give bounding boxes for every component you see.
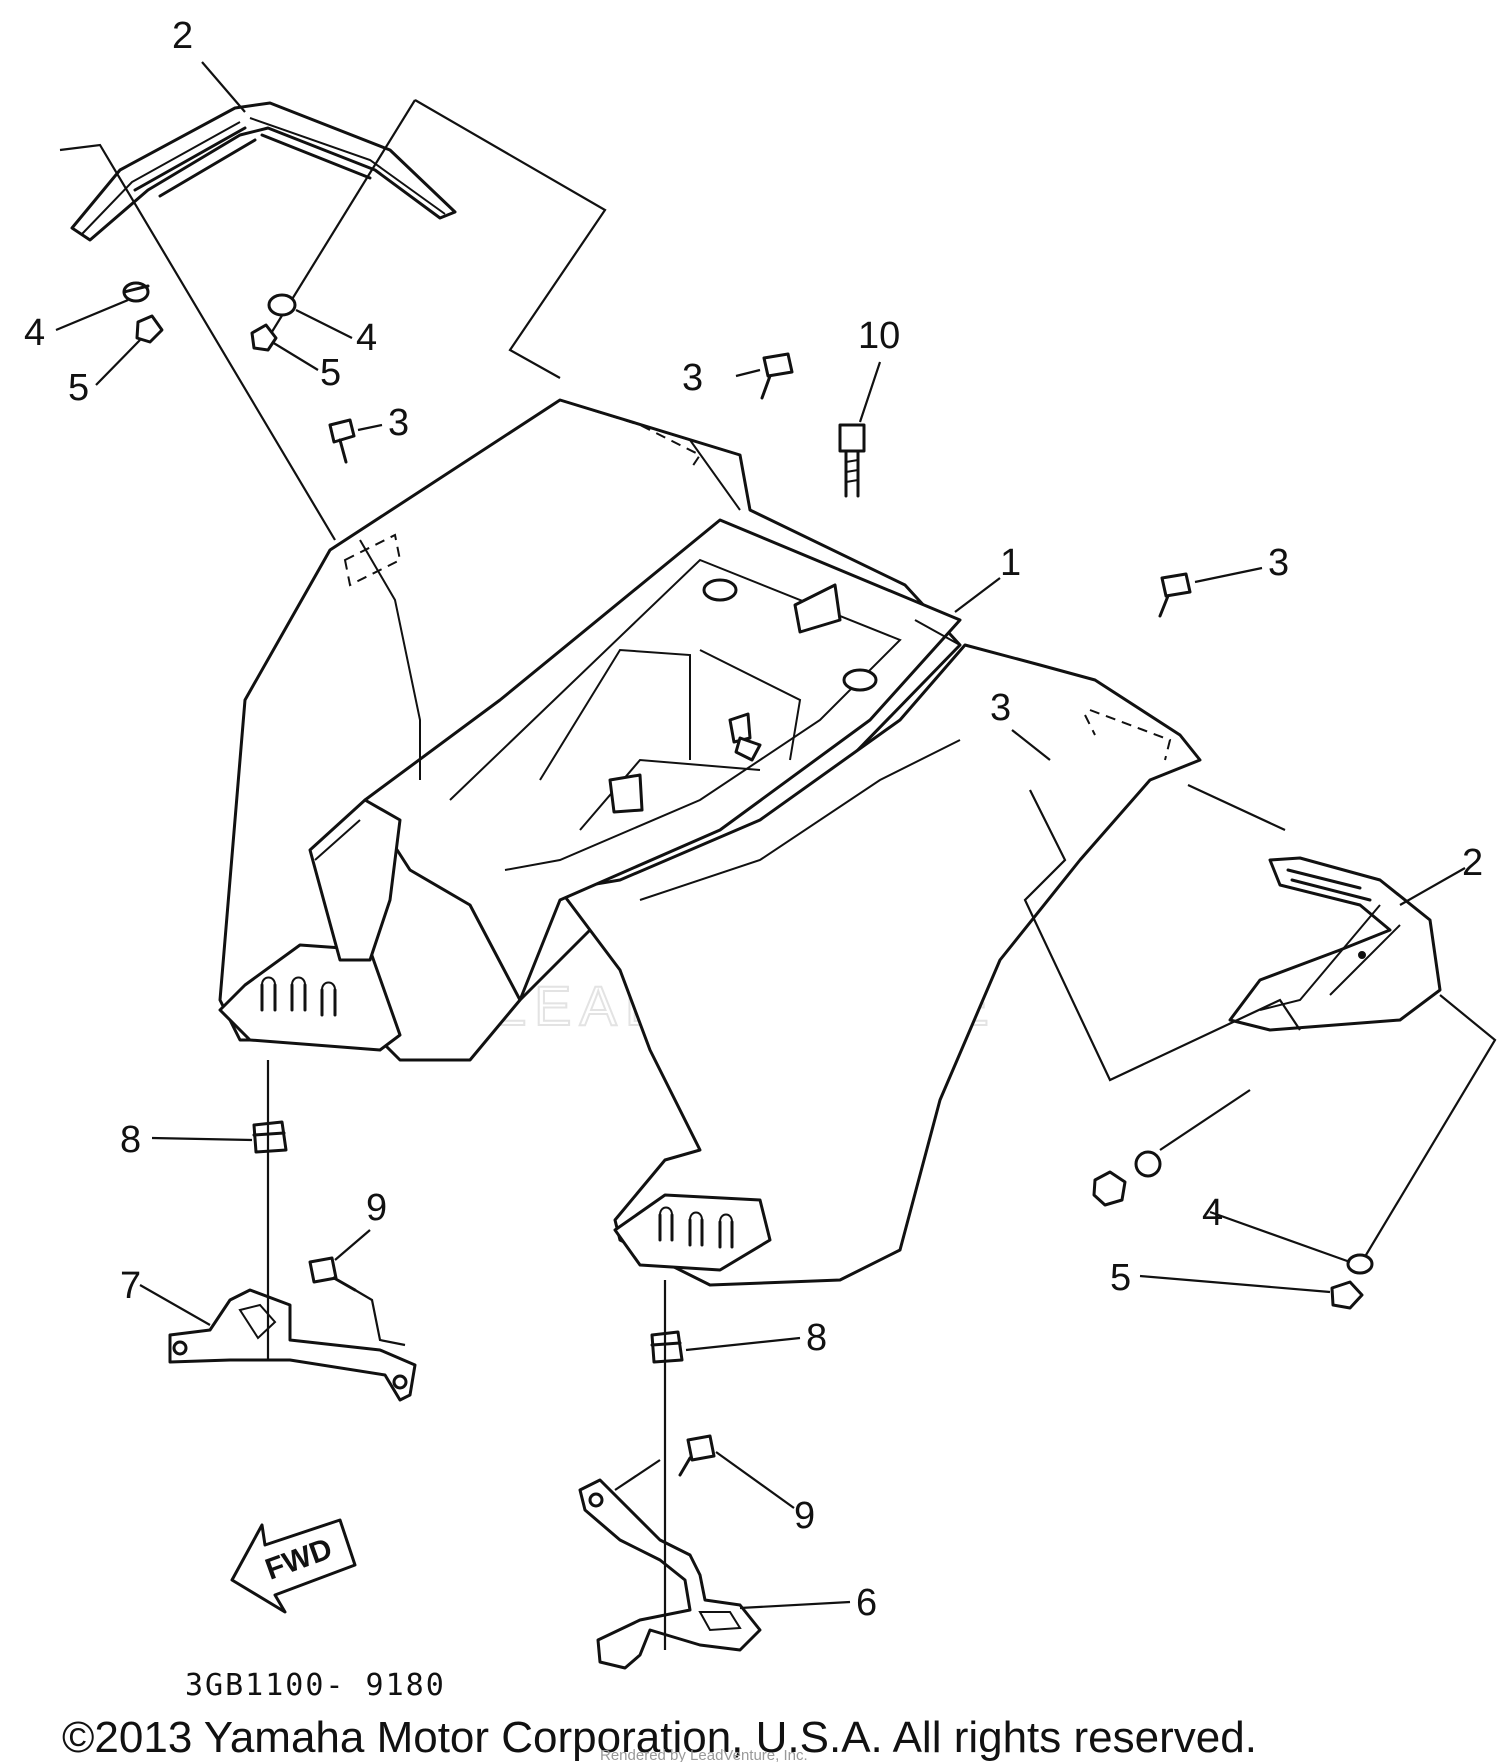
assembly-lines-upper	[59, 99, 607, 541]
callout-4-left: 4	[24, 312, 45, 354]
callout-7: 7	[120, 1265, 141, 1307]
part-1-front-fender	[218, 398, 1202, 1287]
callout-9-center: 9	[794, 1495, 815, 1537]
callout-8-center: 8	[806, 1317, 827, 1359]
callout-3-right: 3	[1268, 542, 1289, 584]
callout-3-top: 3	[682, 357, 703, 399]
nut-5c	[1092, 1170, 1127, 1207]
screw-3a	[760, 352, 794, 400]
callout-2-right: 2	[1462, 842, 1483, 884]
callout-3-left: 3	[388, 402, 409, 444]
rendered-by-credit: Rendered by LeadVenture, Inc.	[600, 1747, 808, 1762]
damper-8a	[252, 1120, 288, 1154]
nut-4b	[267, 293, 297, 317]
callout-9-left: 9	[366, 1187, 387, 1229]
assembly-lines-right	[1023, 784, 1497, 1266]
bolt-9b	[678, 1434, 716, 1477]
callout-5-right: 5	[1110, 1257, 1131, 1299]
callout-1: 1	[1000, 542, 1021, 584]
nut-4d	[1346, 1253, 1374, 1275]
callout-10: 10	[858, 315, 900, 357]
bracket-6	[578, 1478, 762, 1670]
leader-lines	[55, 61, 1466, 1610]
part-2-right-rail	[1228, 856, 1442, 1032]
nut-4a	[122, 281, 150, 303]
bolt-10	[838, 423, 866, 498]
callout-8-left: 8	[120, 1119, 141, 1161]
nut-5a	[135, 314, 164, 344]
screw-3b	[328, 418, 356, 464]
bolt-9a	[308, 1256, 406, 1347]
callout-2-top-left: 2	[172, 15, 193, 57]
screw-3c	[1158, 572, 1192, 618]
part-2-upper-rail	[70, 101, 457, 242]
copyright-notice: ©2013 Yamaha Motor Corporation, U.S.A. A…	[62, 1713, 1257, 1762]
callout-3-center: 3	[990, 687, 1011, 729]
fwd-arrow-icon: FWD	[230, 1518, 357, 1614]
assembly-line-9b	[614, 1459, 661, 1491]
damper-8b	[650, 1330, 684, 1364]
nut-5d	[1330, 1280, 1364, 1310]
callout-6: 6	[856, 1582, 877, 1624]
callout-4-right: 4	[1202, 1192, 1223, 1234]
callout-4-mid: 4	[356, 317, 377, 359]
nut-5b	[250, 323, 278, 352]
part-code: 3GB1100- 9180	[185, 1668, 446, 1703]
callout-5-mid: 5	[320, 352, 341, 394]
callouts: 2 4 5 4 5 3 3 10 1 3 3 2 8 9 7 8 4 5 9 6	[24, 15, 1483, 1624]
bracket-7	[168, 1288, 417, 1402]
nut-4c	[1134, 1150, 1162, 1178]
callout-5-left: 5	[68, 367, 89, 409]
